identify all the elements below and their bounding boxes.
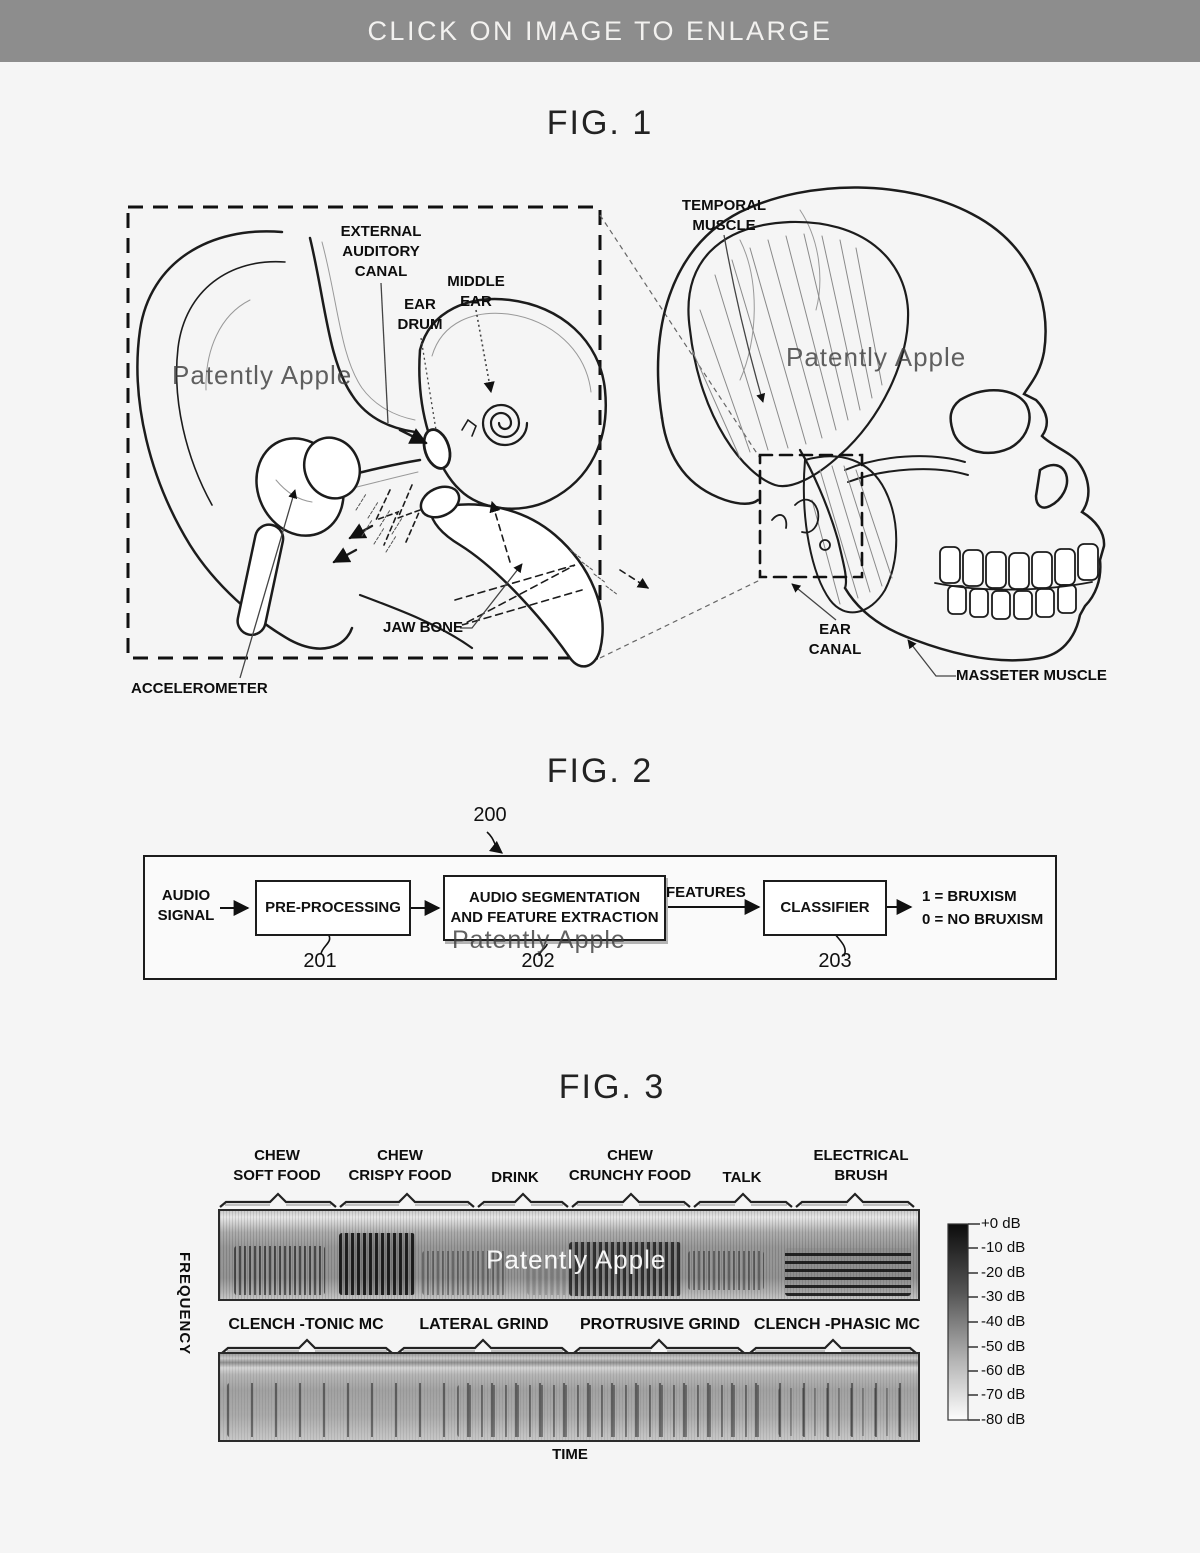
fig3-ylabel: FREQUENCY xyxy=(176,1252,193,1356)
spec-cluster-talk xyxy=(687,1250,765,1291)
label-ear-drum: EAR DRUM xyxy=(397,296,443,333)
label-ear-canal: EAR CANAL xyxy=(808,621,862,658)
spec-cluster-crunchy-food xyxy=(569,1241,681,1297)
fig3-top-braces xyxy=(219,1192,915,1208)
vibration-arrows xyxy=(332,484,649,626)
fig1-leader-lines xyxy=(239,234,956,679)
spectrogram-top: Patently Apple xyxy=(218,1209,920,1301)
fig2-input-label: AUDIO SIGNAL xyxy=(157,887,215,924)
skull-diagram xyxy=(656,186,1106,662)
spec-cluster-electrical-brush xyxy=(785,1247,911,1297)
watermark-fig2: Patently Apple xyxy=(452,926,626,954)
db-tick-20: -20 dB xyxy=(981,1264,1026,1281)
db-tick-10: -10 dB xyxy=(981,1239,1026,1256)
fig3-seg-protrusive-grind: PROTRUSIVE GRIND xyxy=(579,1316,740,1333)
fig3-seg-chew-soft-food: CHEW SOFT FOOD xyxy=(233,1147,321,1184)
ref-202: 202 xyxy=(521,950,555,972)
fig2-arrows xyxy=(220,831,913,957)
ref-200: 200 xyxy=(473,804,507,826)
fig2-output-line1: 1 = BRUXISM xyxy=(922,888,1017,905)
spec-streaks-center xyxy=(457,1384,765,1437)
fig3-seg-chew-crunchy-food: CHEW CRUNCHY FOOD xyxy=(568,1147,692,1184)
fig3-seg-talk: TALK xyxy=(722,1169,762,1186)
fig3-bottom-braces xyxy=(221,1338,917,1354)
fig3-decorations xyxy=(219,1192,980,1421)
spec-cluster-drink xyxy=(527,1259,569,1295)
fig3-seg-chew-crispy-food: CHEW CRISPY FOOD xyxy=(348,1147,452,1184)
ossicles xyxy=(461,418,477,437)
fig2-title: FIG. 2 xyxy=(546,752,654,790)
label-temporal-muscle: TEMPORAL MUSCLE xyxy=(681,197,767,234)
eardrum xyxy=(398,428,452,470)
spec-streaks-right xyxy=(778,1388,905,1436)
watermark-fig1-ear: Patently Apple xyxy=(172,360,353,390)
fig2-block-classifier: CLASSIFIER xyxy=(763,880,887,936)
fig1-title: FIG. 1 xyxy=(546,104,654,142)
watermark-fig1-skull: Patently Apple xyxy=(786,342,967,372)
label-accelerometer: ACCELEROMETER xyxy=(131,680,268,697)
spec-cluster-crispy-food xyxy=(338,1233,416,1295)
fig3-seg-lateral-grind: LATERAL GRIND xyxy=(419,1316,549,1333)
spec-cluster-soft-food xyxy=(233,1246,325,1295)
db-tick-70: -70 dB xyxy=(981,1386,1026,1403)
fig1-inset-dashed-box xyxy=(126,205,761,660)
jaw-bone-shape xyxy=(358,485,604,668)
spec-cluster-crispy-tail xyxy=(422,1250,507,1295)
spectrogram-bottom xyxy=(218,1352,920,1442)
fig2-block-preprocessing: PRE-PROCESSING xyxy=(255,880,411,936)
db-tick-60: -60 dB xyxy=(981,1362,1026,1379)
enlarge-banner-text: CLICK ON IMAGE TO ENLARGE xyxy=(367,15,833,46)
teeth xyxy=(934,543,1099,620)
ear-canal-detail xyxy=(771,498,831,551)
watermark-fig3: Patently Apple xyxy=(486,1244,667,1275)
fig2-output-line2: 0 = NO BRUXISM xyxy=(922,911,1044,928)
ear-diagram xyxy=(136,230,649,668)
db-tick-0: +0 dB xyxy=(981,1215,1021,1232)
ref-203: 203 xyxy=(818,950,852,972)
fig3-seg-electrical-brush: ELECTRICAL BRUSH xyxy=(813,1147,909,1184)
db-colorbar xyxy=(947,1223,980,1421)
db-tick-40: -40 dB xyxy=(981,1313,1026,1330)
label-external-auditory-canal: EXTERNAL AUDITORY CANAL xyxy=(340,223,422,280)
cochlea-spiral xyxy=(481,403,529,447)
fig2-block-segmentation: AUDIO SEGMENTATION AND FEATURE EXTRACTIO… xyxy=(443,875,666,941)
fig3-title: FIG. 3 xyxy=(558,1068,666,1106)
fig3-seg-clench-phasic: CLENCH -PHASIC MC xyxy=(753,1316,921,1333)
temporal-muscle-shape xyxy=(687,220,910,488)
db-tick-80: -80 dB xyxy=(981,1411,1026,1428)
fig2-features-label: FEATURES xyxy=(666,884,746,901)
label-masseter-muscle: MASSETER MUSCLE xyxy=(956,667,1107,684)
fig1-drawing xyxy=(126,186,1106,679)
enlarge-banner: CLICK ON IMAGE TO ENLARGE xyxy=(0,0,1200,62)
fig3-seg-clench-tonic: CLENCH -TONIC MC xyxy=(228,1316,384,1333)
db-tick-30: -30 dB xyxy=(981,1288,1026,1305)
nasal-aperture xyxy=(1034,463,1069,509)
fig3-xlabel: TIME xyxy=(552,1446,588,1463)
eye-socket xyxy=(949,388,1031,455)
skull-zoom-dashed-box xyxy=(758,453,864,579)
spec-streaks-all xyxy=(226,1383,911,1437)
db-tick-50: -50 dB xyxy=(981,1338,1026,1355)
ref-201: 201 xyxy=(303,950,337,972)
label-jaw-bone: JAW BONE xyxy=(383,619,464,636)
earbud xyxy=(236,436,362,637)
fig3-seg-drink: DRINK xyxy=(491,1169,539,1186)
label-middle-ear: MIDDLE EAR xyxy=(447,273,505,310)
